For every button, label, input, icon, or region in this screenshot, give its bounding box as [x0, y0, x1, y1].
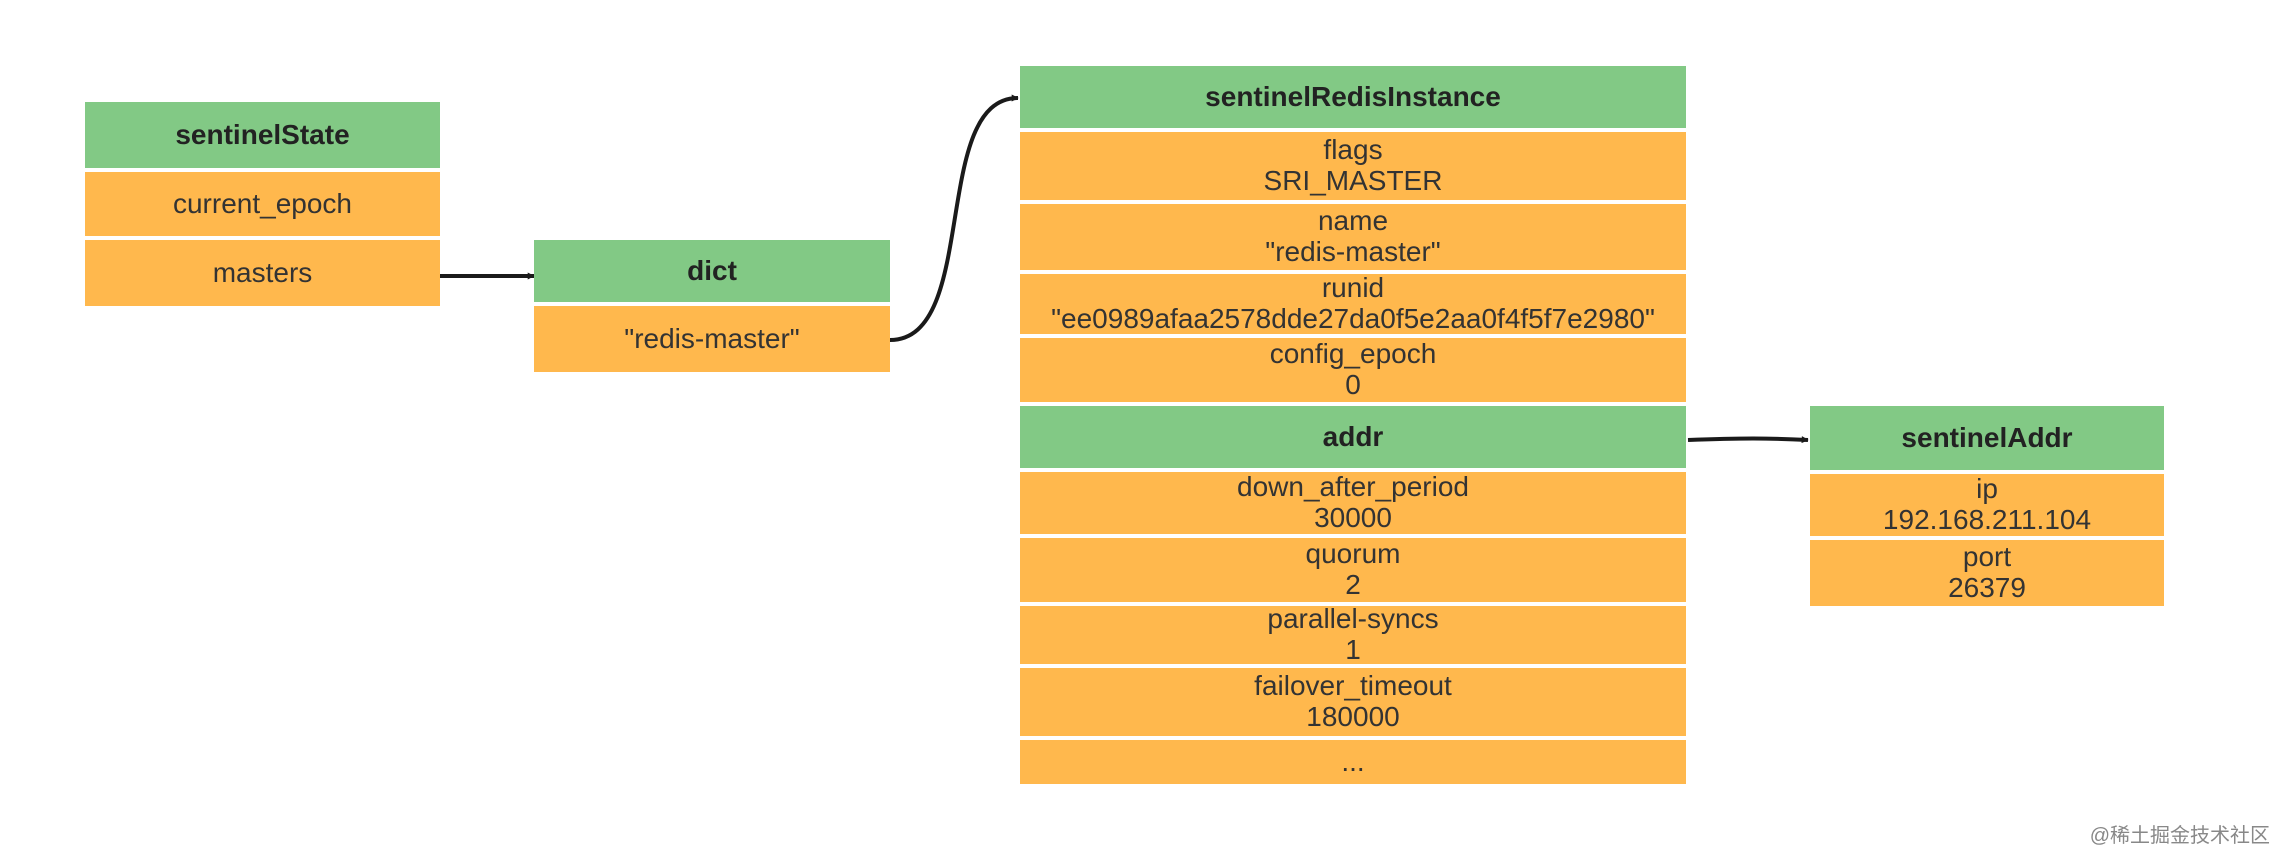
field-name: name	[1317, 205, 1389, 237]
ellipsis-label: ...	[1341, 745, 1365, 777]
field-name: failover_timeout	[1254, 670, 1452, 702]
field-value: 180000	[1306, 701, 1400, 732]
field-ellipsis: ...	[1020, 740, 1686, 784]
field-port: port 26379	[1810, 540, 2164, 606]
dict-header: dict	[534, 240, 890, 302]
sentinel-state-box: sentinelState current_epoch masters	[85, 102, 440, 306]
addr-label: addr	[1322, 420, 1384, 452]
field-value: "redis-master"	[1265, 236, 1441, 267]
field-current-epoch: current_epoch	[85, 172, 440, 236]
sentinel-addr-header: sentinelAddr	[1810, 406, 2164, 470]
field-addr: addr	[1020, 406, 1686, 468]
field-config-epoch: config_epoch 0	[1020, 338, 1686, 402]
field-value: 30000	[1314, 502, 1392, 533]
field-value: 26379	[1948, 572, 2026, 603]
instance-header: sentinelRedisInstance	[1020, 66, 1686, 128]
field-value: 1	[1345, 634, 1361, 664]
field-value: 192.168.211.104	[1882, 504, 2092, 535]
watermark: @稀土掘金技术社区	[2089, 825, 2270, 847]
field-quorum: quorum 2	[1020, 538, 1686, 602]
sentinel-addr-title: sentinelAddr	[1901, 421, 2073, 453]
sentinel-addr-box: sentinelAddr ip 192.168.211.104 port 263…	[1810, 406, 2164, 606]
field-masters: masters	[85, 240, 440, 306]
field-runid: runid "ee0989afaa2578dde27da0f5e2aa0f4f5…	[1020, 274, 1686, 334]
field-name: runid	[1321, 274, 1385, 304]
instance-title: sentinelRedisInstance	[1205, 80, 1501, 112]
field-value: SRI_MASTER	[1263, 165, 1443, 196]
field-label: "redis-master"	[624, 322, 800, 354]
field-name: name "redis-master"	[1020, 204, 1686, 270]
field-name: flags	[1323, 134, 1383, 166]
dict-title: dict	[687, 254, 737, 286]
field-label: current_epoch	[172, 187, 352, 219]
field-value: 0	[1345, 369, 1361, 400]
field-name: parallel-syncs	[1267, 606, 1439, 635]
field-down-after-period: down_after_period 30000	[1020, 472, 1686, 534]
dict-box: dict "redis-master"	[534, 240, 890, 372]
sentinel-state-header: sentinelState	[85, 102, 440, 168]
field-name: config_epoch	[1269, 338, 1437, 370]
dict-entry-redis-master: "redis-master"	[534, 306, 890, 372]
arrow-dict-to-instance	[889, 94, 1019, 342]
field-name: down_after_period	[1237, 472, 1469, 503]
field-parallel-syncs: parallel-syncs 1	[1020, 606, 1686, 664]
sentinel-redis-instance-box: sentinelRedisInstance flags SRI_MASTER n…	[1020, 66, 1686, 784]
field-name: port	[1962, 541, 2012, 573]
field-name: quorum	[1305, 538, 1401, 570]
field-flags: flags SRI_MASTER	[1020, 132, 1686, 200]
field-label: masters	[212, 256, 313, 288]
field-value: "ee0989afaa2578dde27da0f5e2aa0f4f5f7e298…	[1051, 303, 1655, 334]
field-ip: ip 192.168.211.104	[1810, 474, 2164, 536]
field-name: ip	[1976, 474, 1998, 505]
arrow-addr-to-sentineladdr	[1687, 436, 1809, 444]
field-value: 2	[1345, 569, 1361, 600]
sentinel-state-title: sentinelState	[175, 118, 350, 150]
field-failover-timeout: failover_timeout 180000	[1020, 668, 1686, 736]
